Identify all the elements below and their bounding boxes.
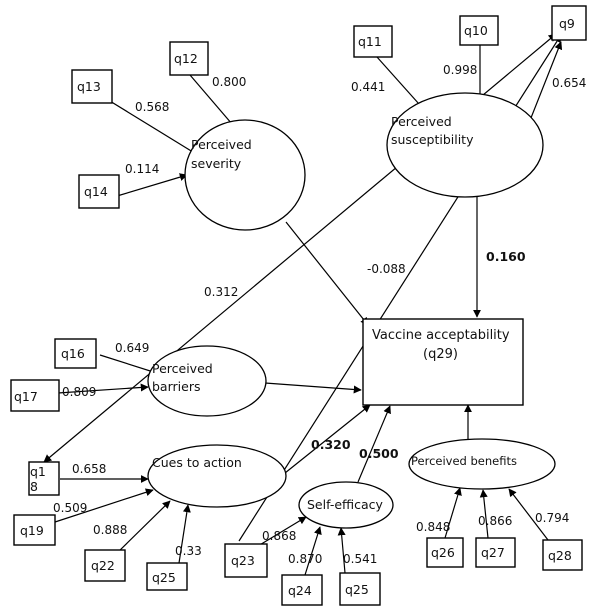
- coef-q22: 0.888: [93, 523, 127, 537]
- item-q18-label: q1: [30, 464, 46, 479]
- item-q11-label: q11: [358, 34, 382, 49]
- item-q12-label: q12: [174, 51, 198, 66]
- arrow-q17-barriers: [57, 383, 149, 394]
- item-q25b-label: q25: [345, 582, 369, 597]
- item-q16-label: q16: [61, 346, 85, 361]
- construct-cues-to-action: Cues to action: [147, 444, 287, 508]
- latent-constructs: Perceived severity Perceived susceptibil…: [147, 92, 556, 529]
- coef-q23: 0.868: [262, 529, 296, 543]
- coef-q24: 0.870: [288, 552, 322, 566]
- item-q12: q12: [169, 41, 209, 76]
- construct-perceived-barriers-label-2: barriers: [152, 379, 200, 394]
- arrow-q19-cues: [54, 488, 154, 523]
- coef-cross-path: -0.088: [367, 262, 406, 276]
- arrow-q22-cues: [114, 500, 171, 556]
- arrow-q25b-self-efficacy: [337, 527, 346, 574]
- item-q10-label: q10: [464, 23, 488, 38]
- item-q28: q28: [542, 539, 583, 571]
- item-q27-label: q27: [481, 545, 505, 560]
- item-q25b: q25: [339, 572, 381, 606]
- construct-self-efficacy-label: Self-efficacy: [307, 497, 384, 512]
- arrow-barriers-outcome: [264, 382, 362, 394]
- arrow-q24-self-efficacy: [304, 526, 322, 576]
- coef-q13: 0.568: [135, 100, 169, 114]
- construct-perceived-barriers: Perceived barriers: [147, 345, 267, 417]
- construct-perceived-barriers-label: Perceived: [152, 361, 213, 376]
- item-q16: q16: [54, 338, 97, 369]
- arrow-self-efficacy-outcome: [357, 405, 391, 483]
- arrow-q26-benefits: [444, 487, 462, 539]
- coef-q16: 0.649: [115, 341, 149, 355]
- construct-perceived-susceptibility-label: Perceived: [391, 114, 452, 129]
- item-q11: q11: [353, 25, 393, 58]
- construct-perceived-severity-label: Perceived: [191, 137, 252, 152]
- outcome-label-2: (q29): [423, 347, 458, 362]
- construct-perceived-benefits-label: Perceived benefits: [411, 454, 517, 468]
- item-q18: q18: [28, 461, 60, 496]
- arrow-cues-outcome: [284, 404, 371, 474]
- arrow-q28-benefits: [508, 488, 549, 541]
- construct-perceived-severity: Perceived severity: [184, 119, 306, 231]
- coef-severity-path: 0.312: [204, 285, 238, 299]
- coef-cues-path: 0.320: [311, 437, 351, 452]
- coef-q28: 0.794: [535, 511, 569, 525]
- construct-cues-to-action-label: Cues to action: [152, 455, 242, 470]
- coefficients: 0.800 0.568 0.114 0.441 0.998 0.654 0.31…: [53, 63, 586, 566]
- coef-q17: 0.809: [62, 385, 96, 399]
- coef-q25b: 0.541: [343, 552, 377, 566]
- observed-items: q9 q10 q11 q12 q13 q14 q16 q17 q18 q19 q…: [10, 5, 587, 606]
- item-q18-label-2: 8: [30, 479, 38, 494]
- arrow-q14-severity: [116, 173, 188, 197]
- item-q14-label: q14: [84, 184, 108, 199]
- item-q17: q17: [10, 379, 60, 412]
- arrow-q25a-cues: [178, 504, 191, 564]
- item-q26: q26: [426, 537, 464, 568]
- item-q24: q24: [281, 574, 323, 606]
- item-q9-label: q9: [559, 16, 575, 31]
- arrow-q23-self-efficacy: [257, 516, 307, 547]
- construct-perceived-susceptibility: Perceived susceptibility: [386, 92, 544, 198]
- arrow-q27-benefits: [479, 489, 489, 539]
- item-q10: q10: [459, 15, 499, 46]
- item-q13-label: q13: [77, 79, 101, 94]
- item-q9: q9: [551, 5, 587, 41]
- item-q13: q13: [71, 69, 113, 104]
- item-q22-label: q22: [91, 558, 115, 573]
- coef-q18: 0.658: [72, 462, 106, 476]
- item-q25a-label: q25: [152, 570, 176, 585]
- item-q28-label: q28: [548, 548, 572, 563]
- item-q27: q27: [475, 537, 516, 568]
- outcome-vaccine-acceptability: Vaccine acceptability (q29): [362, 318, 524, 406]
- item-q19: q19: [13, 514, 56, 546]
- coef-q19: 0.509: [53, 501, 87, 515]
- coef-q25a: 0.33: [175, 544, 202, 558]
- item-q24-label: q24: [288, 583, 312, 598]
- item-q14: q14: [78, 174, 120, 209]
- item-q23: q23: [224, 543, 268, 578]
- item-q26-label: q26: [431, 545, 455, 560]
- coef-q14: 0.114: [125, 162, 159, 176]
- coef-self-efficacy-path: 0.500: [359, 446, 399, 461]
- coef-q10: 0.998: [443, 63, 477, 77]
- coef-q11: 0.441: [351, 80, 385, 94]
- item-q25a: q25: [146, 562, 188, 591]
- coef-q27: 0.866: [478, 514, 512, 528]
- coef-q26: 0.848: [416, 520, 450, 534]
- construct-perceived-severity-label-2: severity: [191, 156, 242, 171]
- construct-self-efficacy: Self-efficacy: [298, 481, 394, 529]
- arrow-severity-outcome: [285, 221, 369, 326]
- construct-perceived-benefits: Perceived benefits: [408, 438, 556, 490]
- construct-perceived-susceptibility-label-2: susceptibility: [391, 132, 474, 147]
- item-q23-label: q23: [231, 553, 255, 568]
- item-q22: q22: [84, 549, 126, 582]
- coef-susceptibility-path: 0.160: [486, 249, 526, 264]
- item-q17-label: q17: [14, 389, 38, 404]
- coef-q9: 0.654: [552, 76, 586, 90]
- coef-q12: 0.800: [212, 75, 246, 89]
- item-q19-label: q19: [20, 523, 44, 538]
- outcome-label: Vaccine acceptability: [372, 328, 510, 343]
